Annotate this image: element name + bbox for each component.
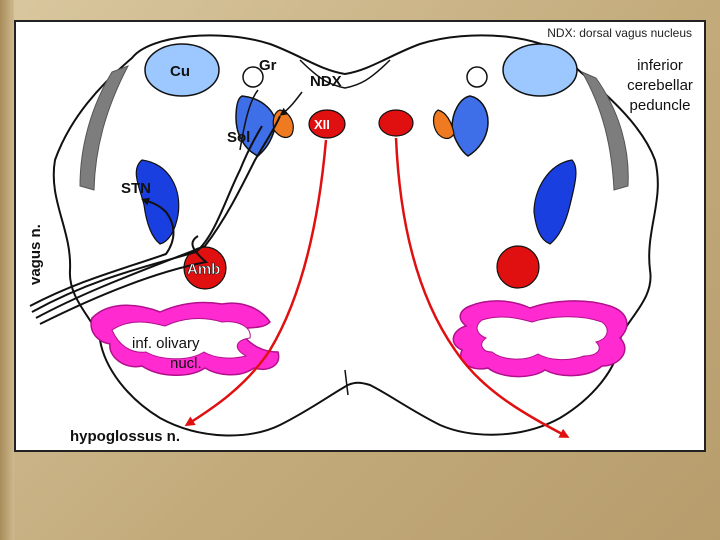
label-ndx: NDX bbox=[310, 73, 342, 90]
label-icp-3: peduncle bbox=[630, 97, 691, 114]
slide-edge bbox=[0, 0, 14, 540]
label-stn: STN bbox=[121, 180, 151, 197]
right-nucleus-ambiguus bbox=[496, 245, 540, 289]
label-icp-1: inferior bbox=[637, 57, 683, 74]
right-olive-hilum bbox=[476, 316, 608, 361]
left-hypoglossal-nerve bbox=[184, 139, 328, 427]
left-cuneate-nucleus bbox=[144, 43, 220, 97]
left-peduncle bbox=[79, 65, 130, 191]
left-olive-hilum bbox=[111, 318, 251, 360]
right-gracile-nucleus bbox=[466, 66, 488, 88]
caption: NDX: dorsal vagus nucleus bbox=[547, 26, 692, 40]
right-hypoglossal-nucleus bbox=[378, 109, 414, 137]
label-olivary-1: inf. olivary bbox=[132, 335, 200, 352]
right-ndx bbox=[432, 109, 455, 140]
right-hypoglossal-nerve bbox=[394, 137, 570, 438]
left-ndx bbox=[272, 109, 294, 139]
ventral-fissure bbox=[344, 369, 349, 396]
label-hypoglossus: hypoglossus n. bbox=[70, 428, 180, 445]
right-peduncle bbox=[580, 70, 629, 191]
left-gracile-nucleus bbox=[242, 66, 264, 88]
vagus-nerve-fiber-4 bbox=[29, 197, 175, 307]
vagus-nerve-fiber-1 bbox=[31, 125, 263, 313]
label-gr: Gr bbox=[259, 57, 277, 74]
label-icp-2: cerebellar bbox=[627, 77, 693, 94]
fourth-ventricle-floor bbox=[299, 59, 391, 89]
vagus-nerve-fiber-2 bbox=[35, 115, 281, 319]
left-hypoglossal-nucleus bbox=[308, 109, 346, 139]
label-olivary-2: nucl. bbox=[170, 355, 202, 372]
label-vagus: vagus n. bbox=[27, 224, 44, 285]
ndx-pointer bbox=[279, 91, 303, 116]
sol-to-cu-fiber bbox=[239, 89, 259, 151]
label-sol: Sol bbox=[227, 129, 250, 146]
vagus-nerve-fiber-3 bbox=[39, 235, 209, 325]
label-cu: Cu bbox=[170, 63, 190, 80]
left-spinal-trigeminal-nucleus bbox=[135, 159, 180, 245]
right-spinal-trigeminal-nucleus bbox=[533, 159, 577, 245]
right-cuneate-nucleus bbox=[502, 43, 578, 97]
label-xii: XII bbox=[314, 117, 330, 132]
right-solitary-nucleus bbox=[451, 95, 489, 157]
label-amb: Amb bbox=[187, 261, 220, 278]
